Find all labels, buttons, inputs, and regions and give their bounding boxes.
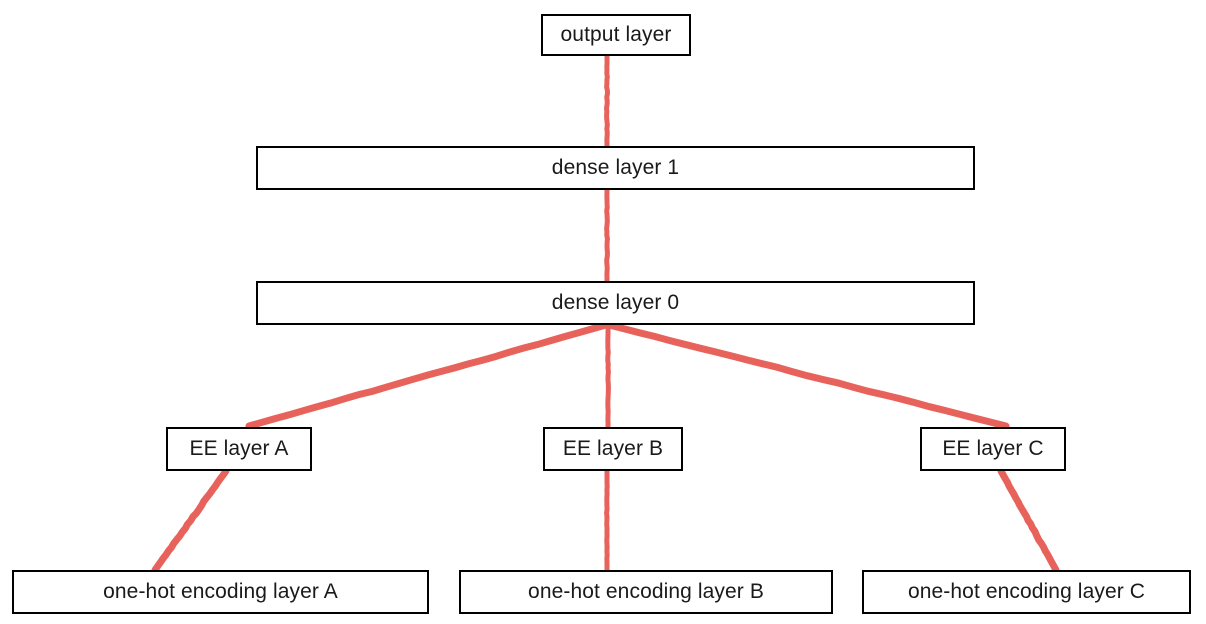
edges-group	[151, 53, 1060, 574]
node-label-ee-layer-b: EE layer B	[562, 436, 664, 460]
edge-dense1-to-output-overdraw	[605, 54, 610, 148]
node-output-layer[interactable]: output layer	[541, 14, 691, 56]
edge-dense0-to-dense1-overdraw	[604, 188, 610, 283]
node-dense-layer-1[interactable]: dense layer 1	[256, 146, 975, 190]
edge-dense1-to-output	[603, 53, 610, 149]
edge-dense0-to-dense1	[604, 187, 610, 284]
edge-onehot-c-to-ee-c-overdraw	[998, 468, 1059, 573]
node-label-ee-layer-a: EE layer A	[189, 436, 289, 460]
node-one-hot-encoding-layer-c[interactable]: one-hot encoding layer C	[862, 570, 1191, 614]
edge-ee-b-to-dense0-overdraw	[605, 323, 610, 429]
edge-ee-a-to-dense0	[245, 321, 610, 430]
node-label-one-hot-encoding-layer-b: one-hot encoding layer B	[528, 579, 764, 603]
edge-ee-b-to-dense0	[605, 322, 611, 430]
node-one-hot-encoding-layer-b[interactable]: one-hot encoding layer B	[459, 570, 833, 614]
node-label-dense-layer-0: dense layer 0	[551, 290, 680, 314]
edge-ee-c-to-dense0-overdraw	[606, 322, 1009, 429]
edge-onehot-b-to-ee-b	[604, 468, 610, 573]
edge-ee-c-to-dense0	[605, 321, 1010, 430]
edge-onehot-b-to-ee-b-overdraw	[605, 469, 609, 572]
edge-ee-a-to-dense0-overdraw	[246, 322, 609, 429]
node-label-output-layer: output layer	[560, 22, 672, 46]
node-ee-layer-c[interactable]: EE layer C	[920, 427, 1066, 471]
node-label-dense-layer-1: dense layer 1	[551, 155, 680, 179]
node-ee-layer-a[interactable]: EE layer A	[166, 427, 312, 471]
node-label-one-hot-encoding-layer-c: one-hot encoding layer C	[907, 579, 1146, 603]
node-label-one-hot-encoding-layer-a: one-hot encoding layer A	[103, 579, 338, 603]
node-one-hot-encoding-layer-a[interactable]: one-hot encoding layer A	[12, 570, 429, 614]
node-label-ee-layer-c: EE layer C	[942, 436, 1044, 460]
edge-onehot-a-to-ee-a	[151, 467, 230, 574]
node-ee-layer-b[interactable]: EE layer B	[543, 427, 683, 471]
edge-onehot-a-to-ee-a-overdraw	[152, 468, 229, 573]
node-dense-layer-0[interactable]: dense layer 0	[256, 281, 975, 325]
edge-onehot-c-to-ee-c	[997, 467, 1060, 574]
